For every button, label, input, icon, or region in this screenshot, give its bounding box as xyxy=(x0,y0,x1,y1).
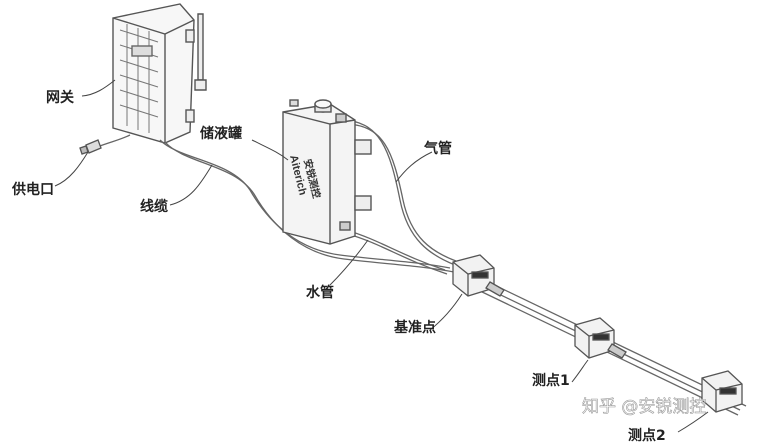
gateway-device xyxy=(112,3,195,144)
water-pipe xyxy=(345,229,446,271)
reference-point-sensor xyxy=(452,254,505,297)
air-pipe xyxy=(339,119,456,266)
label-gateway: 网关 xyxy=(46,89,74,106)
watermark: 知乎 @安锐测控 xyxy=(582,397,706,417)
label-point-2: 测点2 xyxy=(628,427,666,444)
label-air-pipe: 气管 xyxy=(423,140,452,157)
label-water-pipe: 水管 xyxy=(306,284,334,301)
label-cable: 线缆 xyxy=(140,198,168,215)
power-cable xyxy=(99,134,131,147)
label-power-port: 供电口 xyxy=(11,181,54,198)
leader-lines xyxy=(54,79,709,433)
label-reference-point: 基准点 xyxy=(394,319,436,336)
power-port-connector xyxy=(79,139,102,155)
reservoir-tank xyxy=(282,99,372,245)
gateway-antenna xyxy=(194,13,207,91)
measure-point-1-sensor xyxy=(574,317,627,359)
connecting-lines xyxy=(99,119,747,416)
measure-point-2-sensor xyxy=(701,370,743,413)
label-point-1: 测点1 xyxy=(532,372,570,389)
label-reservoir: 储液罐 xyxy=(199,125,242,142)
